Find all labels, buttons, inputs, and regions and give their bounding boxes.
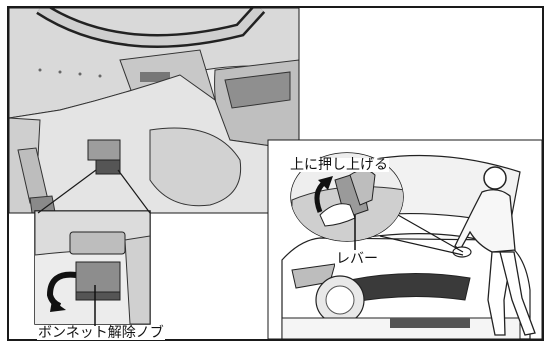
car-front-frame [267, 139, 543, 340]
inset-leader-right [117, 169, 151, 214]
interior-illustration [9, 8, 299, 213]
bubble-leader-2 [379, 235, 464, 256]
inset-leader-left [37, 169, 97, 214]
push-up-label: 上に押し上げる [289, 157, 389, 173]
knob-inset [35, 211, 150, 324]
bubble-leader-1 [397, 214, 464, 253]
lever-label: レバー [335, 251, 379, 267]
interior-frame [8, 7, 300, 214]
hood-release-knob-label: ボンネット解除ノブ [37, 325, 165, 341]
